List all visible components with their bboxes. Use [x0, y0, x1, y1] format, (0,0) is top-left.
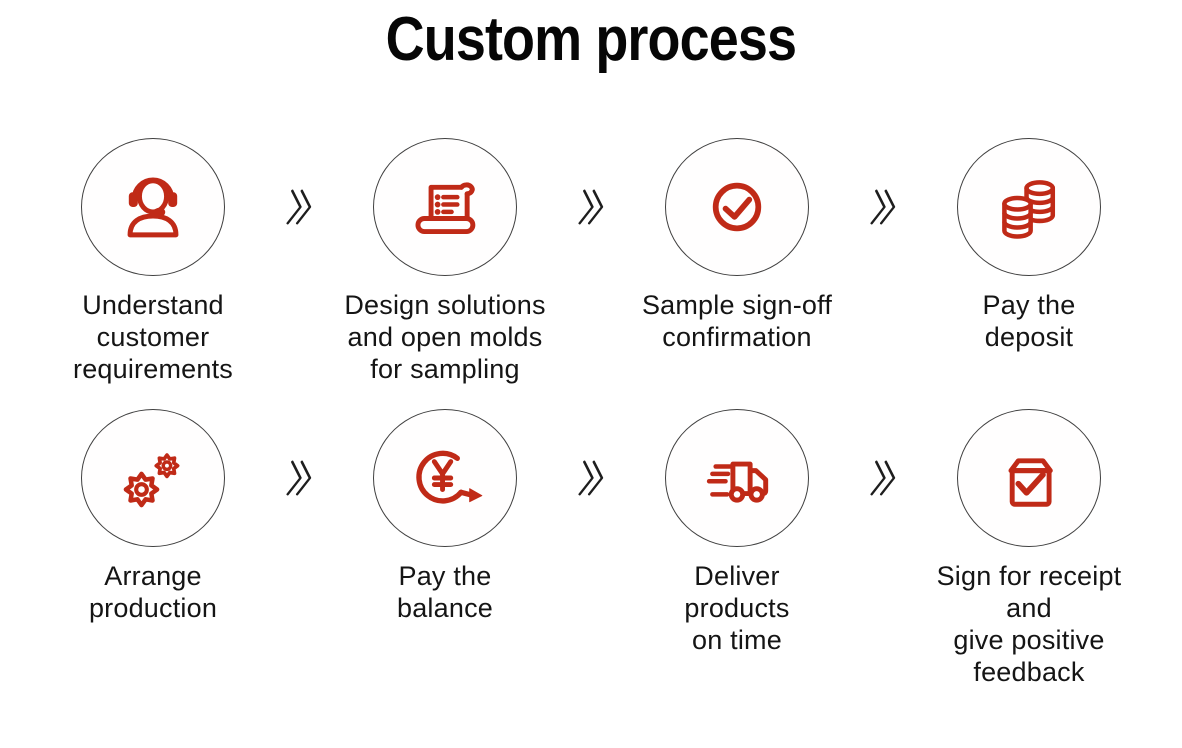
step-circle: [957, 409, 1101, 548]
step-label: Deliver products on time: [684, 561, 790, 656]
arrow: [859, 138, 907, 276]
double-chevron-icon: [869, 460, 895, 496]
step-circle: [81, 138, 225, 277]
arrow: [275, 138, 323, 276]
step-label: Sign for receipt and give positive feedb…: [936, 561, 1122, 688]
step-circle: [81, 409, 225, 548]
step-pay-deposit: Pay the deposit: [907, 138, 1151, 353]
delivery-truck-icon: [706, 461, 769, 503]
page-title: Custom process: [0, 0, 1182, 75]
scroll-document-icon: [415, 182, 476, 235]
step-label: Sample sign-off confirmation: [641, 290, 833, 353]
gears-icon: [123, 453, 180, 508]
package-check-icon: [1008, 458, 1053, 507]
step-sign-receipt-feedback: Sign for receipt and give positive feedb…: [907, 409, 1151, 688]
double-chevron-icon: [285, 460, 311, 496]
step-circle: [665, 409, 809, 548]
check-circle-icon: [712, 183, 762, 232]
step-understand-requirements: Understand customer requirements: [31, 138, 275, 385]
double-chevron-icon: [285, 189, 311, 225]
step-label: Design solutions and open molds for samp…: [344, 290, 546, 385]
arrow: [567, 409, 615, 547]
double-chevron-icon: [869, 189, 895, 225]
double-chevron-icon: [577, 460, 603, 496]
step-label: Pay the balance: [397, 561, 493, 624]
step-arrange-production: Arrange production: [31, 409, 275, 624]
coins-icon: [1002, 180, 1056, 240]
process-row-2: Arrange production Pay the balance: [0, 409, 1182, 688]
step-circle: [665, 138, 809, 277]
step-label: Understand customer requirements: [73, 290, 233, 385]
arrow: [567, 138, 615, 276]
step-label: Pay the deposit: [982, 290, 1076, 353]
step-circle: [373, 138, 517, 277]
process-row-1: Understand customer requirements: [0, 138, 1182, 385]
yen-payment-icon: [416, 450, 483, 504]
arrow: [275, 409, 323, 547]
step-pay-balance: Pay the balance: [323, 409, 567, 624]
headset-agent-icon: [127, 177, 179, 238]
step-circle: [373, 409, 517, 548]
page-title-text: Custom process: [385, 5, 797, 74]
double-chevron-icon: [577, 189, 603, 225]
step-design-solutions: Design solutions and open molds for samp…: [323, 138, 567, 385]
step-label: Arrange production: [88, 561, 218, 624]
step-deliver-products: Deliver products on time: [615, 409, 859, 656]
step-circle: [957, 138, 1101, 277]
step-sample-signoff: Sample sign-off confirmation: [615, 138, 859, 353]
arrow: [859, 409, 907, 547]
